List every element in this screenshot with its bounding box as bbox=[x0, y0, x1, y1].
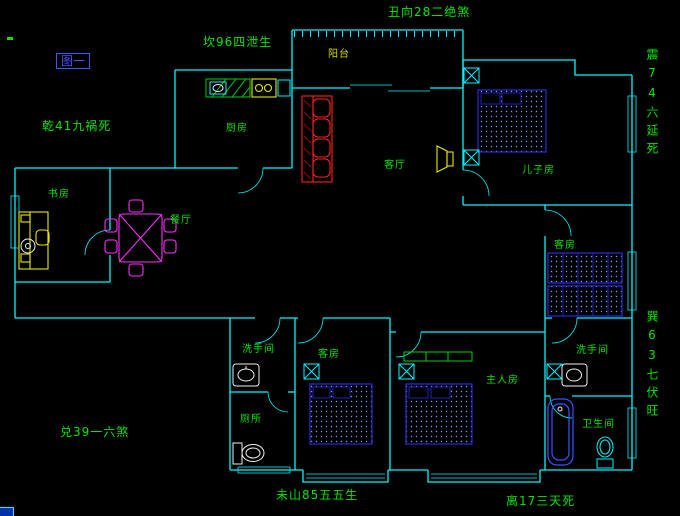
room-label-kitchen: 厨房 bbox=[226, 123, 248, 134]
room-label-dining: 餐厅 bbox=[170, 215, 192, 226]
outlet-symbols bbox=[303, 67, 563, 380]
room-label-son: 儿子房 bbox=[522, 165, 555, 176]
windows bbox=[10, 95, 637, 479]
room-label-study: 书房 bbox=[48, 189, 70, 200]
annotation-li: 离17三天死 bbox=[506, 494, 576, 508]
sofa bbox=[301, 95, 333, 183]
room-label-toilet: 厕所 bbox=[240, 414, 262, 425]
room-label-bathroom: 卫生间 bbox=[582, 419, 615, 430]
annotation-xun: 巽63七伏旺 bbox=[645, 310, 659, 422]
room-label-washroom-left: 洗手间 bbox=[242, 344, 275, 355]
canvas-corner-artifact bbox=[0, 507, 14, 516]
bed-master bbox=[405, 383, 473, 445]
annotation-chou: 丑向28二绝煞 bbox=[388, 5, 471, 19]
annotation-dui: 兑39一六煞 bbox=[60, 425, 130, 439]
washbasin-right bbox=[561, 363, 588, 387]
annotation-qian: 乾41九祸死 bbox=[42, 119, 112, 133]
washbasin-left bbox=[232, 363, 260, 387]
figure-label: 图一 bbox=[56, 53, 91, 69]
toilet-bottom-right bbox=[596, 436, 614, 469]
room-label-master: 主人房 bbox=[486, 375, 519, 386]
annotation-kan: 坎96四泄生 bbox=[203, 35, 273, 49]
room-label-guest-lower: 客房 bbox=[318, 349, 340, 360]
sliding-door bbox=[350, 84, 430, 92]
bathtub bbox=[547, 398, 574, 466]
computer-icon bbox=[20, 238, 36, 254]
kitchen-counter bbox=[205, 78, 251, 98]
doors bbox=[84, 167, 578, 419]
toilet-left bbox=[232, 442, 265, 465]
study-desk bbox=[18, 211, 50, 270]
wardrobe-master bbox=[403, 351, 473, 362]
point-marker bbox=[7, 37, 13, 40]
room-label-balcony: 阳台 bbox=[328, 49, 350, 60]
room-label-washroom-right: 洗手间 bbox=[576, 345, 609, 356]
dining-table bbox=[104, 199, 177, 277]
annotation-weishan: 未山85五五生 bbox=[276, 488, 359, 502]
room-label-guest-right: 客房 bbox=[554, 240, 576, 251]
room-label-living: 客厅 bbox=[384, 160, 406, 171]
bunk-beds bbox=[547, 252, 623, 317]
bed-son bbox=[477, 89, 547, 153]
tv-cabinet bbox=[436, 145, 454, 173]
bed-guest bbox=[309, 383, 373, 445]
stove-icon bbox=[251, 78, 291, 98]
annotation-zhen: 震74六延死 bbox=[645, 48, 659, 160]
